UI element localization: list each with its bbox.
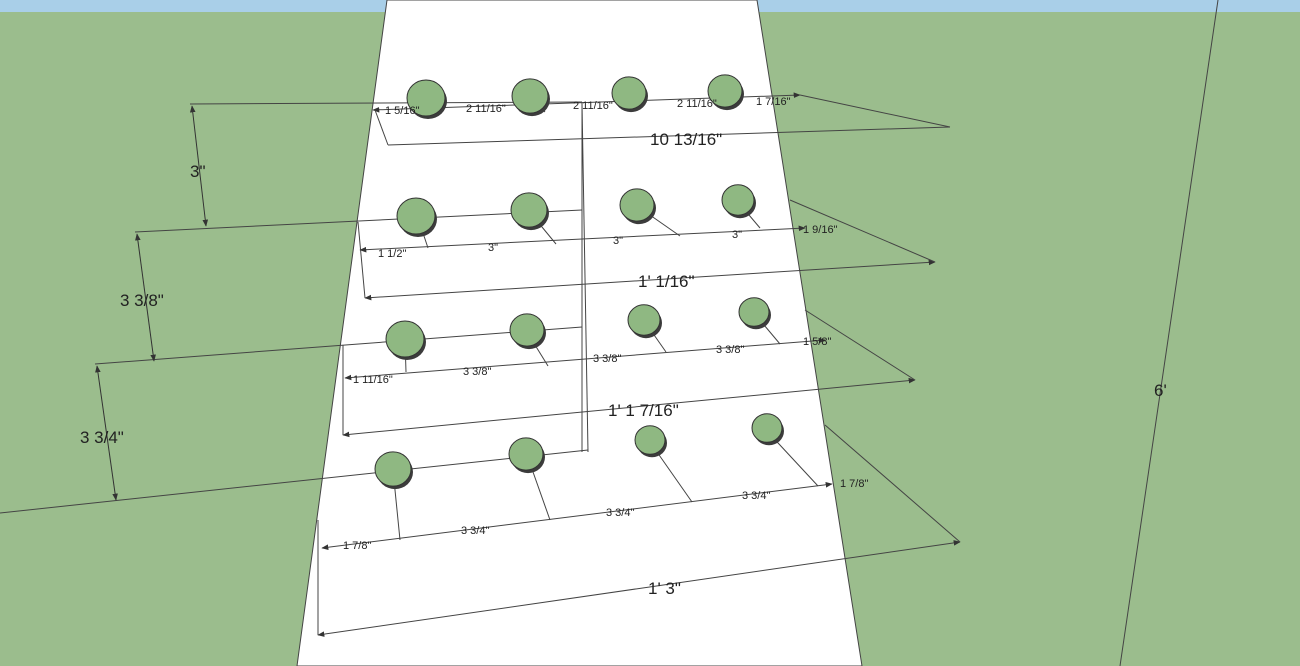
row-3-labels: 1 11/16" 3 3/8" 3 3/8" 3 3/8" 1 5/8" 1' … [353,336,831,420]
row-1-spacing-2: 2 11/16" [466,103,506,115]
row-1-spacing-5: 1 7/16" [756,96,791,108]
row-3-spacing-3: 3 3/8" [593,353,621,365]
board-length-line [1119,0,1219,666]
row-2-spacing-1: 1 1/2" [378,248,406,260]
hole-16[interactable] [751,413,783,443]
vertical-dimension-2: 3 3/8" [120,291,164,310]
hole-10[interactable] [509,313,545,347]
vertical-dimension-lines [95,105,209,501]
hole-3[interactable] [611,76,647,110]
hole-1[interactable] [406,79,446,117]
row-4-labels: 1 7/8" 3 3/4" 3 3/4" 3 3/4" 1 7/8" 1' 3" [343,478,868,598]
hole-9[interactable] [385,320,425,358]
row-3-spacing-2: 3 3/8" [463,366,491,378]
row-1-spacing-1: 1 5/16" [385,105,420,117]
hole-12[interactable] [738,297,770,327]
row-4-spacing-3: 3 3/4" [606,507,634,519]
row-4-spacing-1: 1 7/8" [343,540,371,552]
vertical-dimension-labels: 3" 3 3/8" 3 3/4" [80,162,206,447]
row-1-spacing-3: 2 11/16" [573,100,613,112]
holes-group [374,74,784,490]
row-2-spacing-2: 3" [488,242,498,254]
hole-5[interactable] [396,197,436,235]
row-3-spacing-5: 1 5/8" [803,336,831,348]
row-3-spacing-4: 3 3/8" [716,344,744,356]
row-2-spacing-4: 3" [732,229,742,241]
hole-15[interactable] [634,425,666,455]
row-3-spacing-1: 1 11/16" [353,374,393,386]
hole-14[interactable] [508,437,544,471]
hole-2[interactable] [511,78,549,114]
row-2-spacing-5: 1 9/16" [803,224,838,236]
vertical-dimension-3: 3 3/4" [80,428,124,447]
row-4-spacing-2: 3 3/4" [461,525,489,537]
row-2-labels: 1 1/2" 3" 3" 3" 1 9/16" 1' 1/16" [378,224,838,291]
hole-4[interactable] [707,74,743,108]
board-length-label: 6' [1154,381,1167,400]
row-4-spacing-4: 3 3/4" [742,490,770,502]
hole-11[interactable] [627,304,661,336]
row-4-total: 1' 3" [648,579,681,598]
row-3-total: 1' 1 7/16" [608,401,679,420]
row-4-spacing-5: 1 7/8" [840,478,868,490]
row-1-total: 10 13/16" [650,130,722,149]
row-1-spacing-4: 2 11/16" [677,98,717,110]
hole-13[interactable] [374,451,412,487]
row-1-labels: 1 5/16" 2 11/16" 2 11/16" 2 11/16" 1 7/1… [385,96,791,149]
row-reference-lines [0,101,589,514]
row-2-total: 1' 1/16" [638,272,695,291]
row-2-spacing-3: 3" [613,235,623,247]
vertical-dimension-1: 3" [190,162,206,181]
hole-7[interactable] [619,188,655,222]
hole-8[interactable] [721,184,755,216]
hole-6[interactable] [510,192,548,228]
